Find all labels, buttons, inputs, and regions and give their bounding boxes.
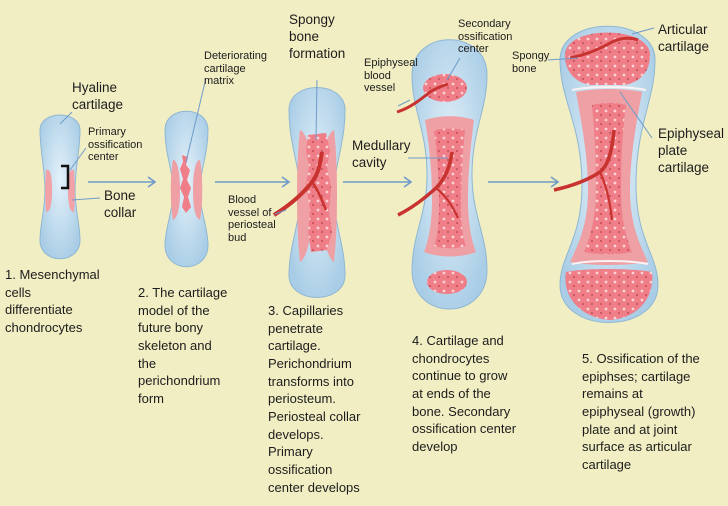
label-spongy-bone-formation: Spongy bone formation [289,12,346,61]
step-4-caption: 4. Cartilage and chondrocytes continue t… [412,333,517,455]
pointer-primary-center [69,147,87,171]
pointer-deteriorating [185,77,207,163]
pointer-spongy-bone [547,57,579,61]
secondary-ossification-center-bottom [427,270,467,294]
label-bone-collar: Bone collar [104,188,137,220]
primary-center-bracket [61,164,70,190]
spongy-epiphysis-top [565,32,650,85]
pointer-articular [631,27,655,35]
spongy-epiphysis-bottom [565,269,653,320]
deteriorating-matrix-shape [180,155,191,213]
bone-stage-5 [553,25,659,323]
arrow-head-3 [403,176,413,188]
step-5-caption: 5. Ossification of the epiphses; cartila… [582,351,700,473]
pointer-bone-collar [71,197,101,201]
secondary-ossification-center-top [423,74,467,102]
pointer-epiphyseal-vessel [397,99,411,107]
pointer-periosteal-bud [274,209,287,215]
step-2-caption: 2. The cartilage model of the future bon… [138,285,228,407]
pointer-epiphyseal-plate [619,91,653,139]
pointer-secondary-center [446,57,461,81]
label-articular-cartilage: Articular cartilage [658,22,710,54]
bone-collar-left [45,169,52,212]
label-primary-ossification-center: Primary ossification center [88,126,143,164]
bone-collar-right [68,169,75,212]
step-1-caption: 1. Mesenchymal cells differentiate chond… [5,267,100,336]
label-medullary-cavity: Medullary cavity [352,138,411,170]
arrow-head-1 [147,176,157,188]
step-3-caption: 3. Capillaries penetrate cartilage. Peri… [268,303,361,495]
arrow-head-4 [550,176,560,188]
bone-stage-2 [164,110,209,268]
arrow-head-2 [281,176,291,188]
epiphyseal-vessel [396,82,449,114]
pointer-lines [59,27,655,215]
bone-stage-4 [396,39,488,310]
pointer-hyaline [59,111,73,125]
epiphyseal-plate-line [571,86,647,91]
bone-stage-3 [272,87,346,298]
label-spongy-bone: Spongy bone [512,50,550,75]
label-deteriorating-cartilage-matrix: Deteriorating cartilage matrix [204,50,267,88]
process-arrows [88,176,560,188]
label-epiphyseal-blood-vessel: Epiphyseal blood vessel [364,57,418,95]
label-blood-vessel-periosteal-bud: Blood vessel of periosteal bud [228,194,276,244]
pointer-spongy-formation [315,79,318,141]
label-hyaline-cartilage: Hyaline cartilage [72,80,124,112]
bone-stage-1 [39,114,81,260]
label-epiphyseal-plate-cartilage: Epiphyseal plate cartilage [658,126,725,175]
label-secondary-ossification-center: Secondary ossification center [458,18,513,56]
